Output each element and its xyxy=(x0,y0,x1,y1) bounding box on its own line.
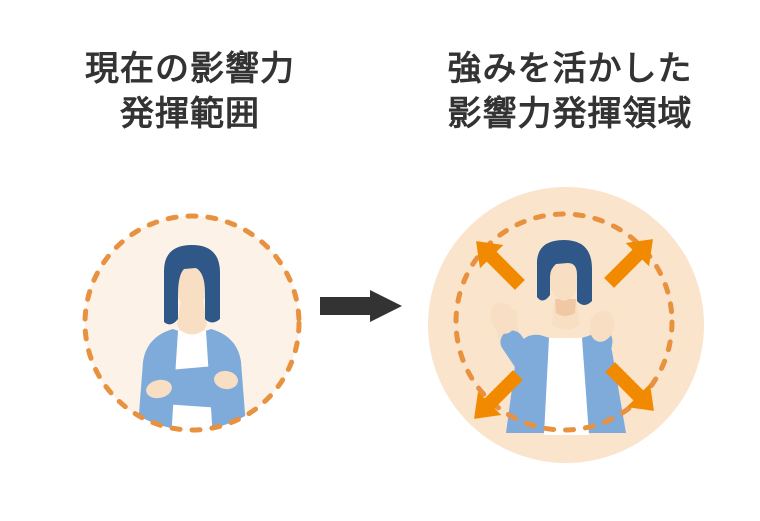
right-arrow xyxy=(320,290,402,322)
right-title-line1: 強みを活かした xyxy=(447,50,693,88)
current-influence-figure xyxy=(82,213,302,433)
hair xyxy=(164,245,220,325)
neck-shadow xyxy=(555,299,576,316)
woman-fists-raised-icon xyxy=(490,240,626,435)
left-dashed-circle xyxy=(82,213,302,433)
left-title-line2: 発揮範囲 xyxy=(120,95,260,133)
neck xyxy=(177,299,207,335)
expanded-influence-figure xyxy=(428,187,704,463)
left-fist xyxy=(490,302,516,334)
right-title-line2: 影響力発揮領域 xyxy=(447,95,693,133)
hair xyxy=(536,240,592,305)
woman-arms-crossed-icon xyxy=(137,245,247,430)
inner-dashed-circle xyxy=(453,211,675,433)
shirt xyxy=(544,338,589,435)
left-title-line1: 現在の影響力 xyxy=(85,50,295,88)
left-hand xyxy=(146,379,172,399)
right-hand xyxy=(214,370,238,390)
crossed-arms xyxy=(146,364,238,409)
right-title: 強みを活かした 影響力発揮領域 xyxy=(380,47,760,137)
transition-arrow-icon xyxy=(320,290,402,322)
left-title: 現在の影響力 発揮範囲 xyxy=(0,47,380,137)
right-fist xyxy=(589,310,615,342)
